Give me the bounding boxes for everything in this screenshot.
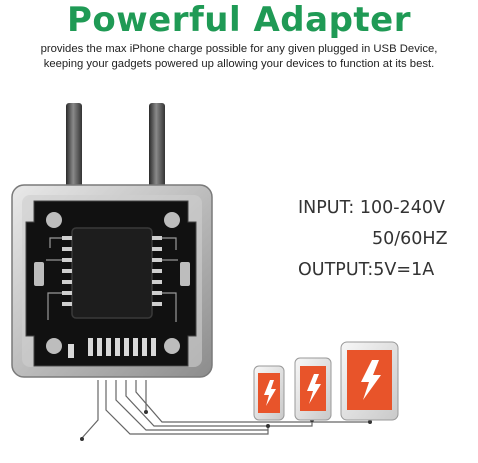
device-medium xyxy=(294,357,332,421)
plug-prongs xyxy=(66,103,165,201)
connection-lines xyxy=(81,380,371,439)
device-large xyxy=(340,341,399,421)
lightning-bolt-icon xyxy=(361,360,381,400)
device-small xyxy=(253,365,285,421)
spec-frequency: 50/60HZ xyxy=(372,229,448,249)
lightning-bolt-icon xyxy=(307,374,321,404)
spec-input: INPUT: 100-240V xyxy=(298,198,445,218)
description-line-2: keeping your gadgets powered up allowing… xyxy=(43,58,435,70)
lightning-bolt-icon xyxy=(264,380,276,406)
page-title: Powerful Adapter xyxy=(66,0,411,40)
microchip xyxy=(71,227,153,319)
spec-output: OUTPUT:5V=1A xyxy=(298,260,435,280)
description: provides the max iPhone charge possible … xyxy=(0,42,478,72)
prong-right xyxy=(149,103,165,201)
prong-left xyxy=(66,103,82,201)
circuit-board xyxy=(25,200,197,367)
description-line-1: provides the max iPhone charge possible … xyxy=(40,43,438,55)
